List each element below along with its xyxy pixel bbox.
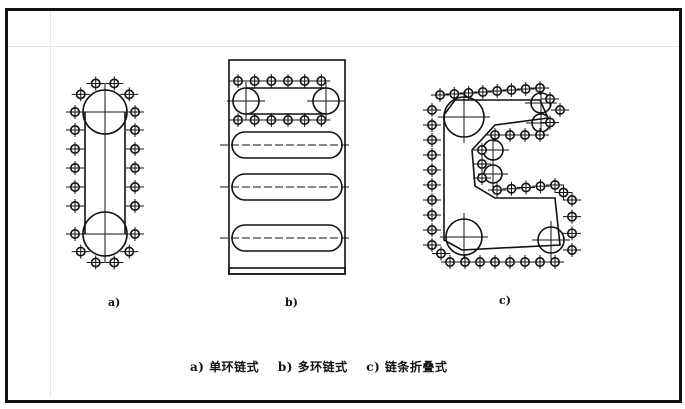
guide-line-horizontal bbox=[8, 46, 679, 47]
label-c: c) bbox=[499, 294, 511, 307]
figure-caption: a) 单环链式 b) 多环链式 c) 链条折叠式 bbox=[190, 358, 461, 375]
label-a: a) bbox=[108, 296, 121, 309]
guide-line-vertical bbox=[50, 11, 51, 397]
caption-c: c) 链条折叠式 bbox=[366, 360, 448, 374]
diagram-multi-loop-chain bbox=[220, 59, 352, 275]
diagram-folded-chain bbox=[423, 81, 581, 269]
caption-a: a) 单环链式 bbox=[190, 360, 260, 374]
figure-frame bbox=[5, 8, 682, 403]
label-b: b) bbox=[285, 296, 298, 309]
chain-path bbox=[443, 99, 561, 251]
caption-b: b) 多环链式 bbox=[277, 360, 348, 374]
diagram-single-loop-chain bbox=[66, 76, 144, 270]
base-plate bbox=[228, 267, 346, 275]
